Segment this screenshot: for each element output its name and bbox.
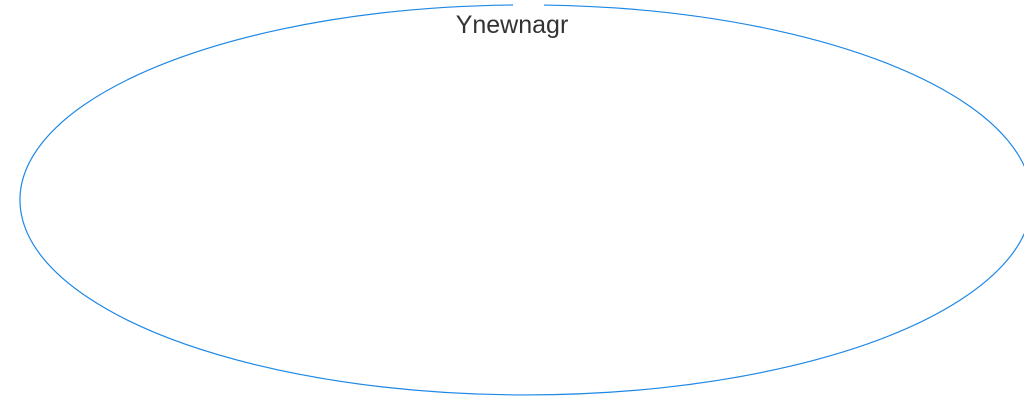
- ellipse-label: Ynewnagr: [455, 11, 569, 39]
- ellipse-outline: [19, 4, 1024, 396]
